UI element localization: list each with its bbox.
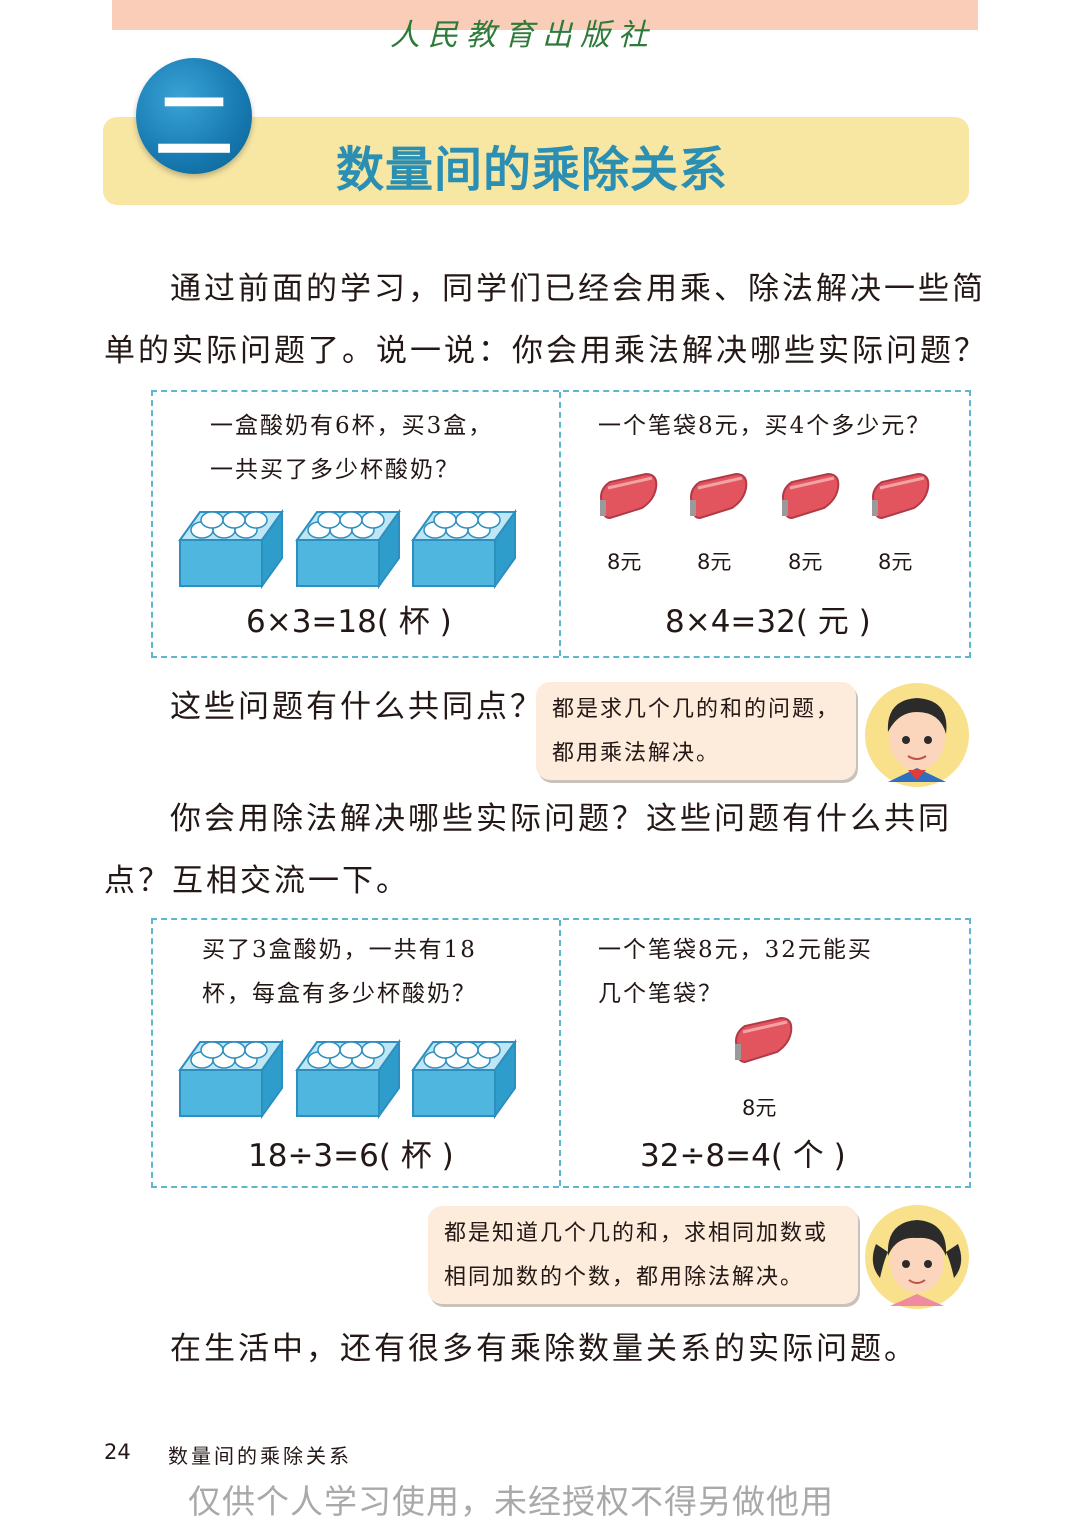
price-label: 8元 [878, 550, 913, 574]
pencil-case-question: 一个笔袋8元，买4个多少元？ [598, 413, 932, 439]
conclusion-text: 在生活中，还有很多有乘除数量关系的实际问题。 [170, 1331, 918, 1367]
box-divider [559, 392, 561, 656]
watermark-text: 仅供个人学习使用，未经授权不得另做他用 [188, 1482, 834, 1521]
multiplication-equation-yogurt: 6×3=18( 杯 ) [246, 604, 452, 640]
price-label: 8元 [607, 550, 642, 574]
yogurt-box-icon [178, 1038, 284, 1120]
yogurt-division-question-line-1: 买了3盒酸奶，一共有18 [202, 937, 477, 963]
division-equation-pencil: 32÷8=4( 个 ) [640, 1138, 846, 1174]
division-intro-line-1: 你会用除法解决哪些实际问题？这些问题有什么共同 [170, 801, 952, 837]
pencil-division-question-line-1: 一个笔袋8元，32元能买 [598, 937, 873, 963]
yogurt-box-icon [411, 1038, 517, 1120]
section-number: 二 [154, 82, 233, 172]
division-equation-yogurt: 18÷3=6( 杯 ) [248, 1138, 454, 1174]
girl-avatar-icon [865, 1205, 969, 1309]
yogurt-box-icon [295, 1038, 401, 1120]
boy-bubble-line-2: 都用乘法解决。 [552, 741, 721, 766]
pencil-case-icon [690, 472, 748, 520]
boy-avatar-icon [865, 683, 969, 787]
pencil-case-icon [782, 472, 840, 520]
multiplication-examples-box [151, 390, 971, 658]
price-label: 8元 [742, 1096, 777, 1120]
division-intro-line-2: 点？互相交流一下。 [104, 863, 410, 899]
running-title: 数量间的乘除关系 [168, 1444, 352, 1468]
pencil-case-icon [600, 472, 658, 520]
pencil-case-icon [735, 1016, 793, 1064]
publisher-logo: 人民教育出版社 [390, 18, 656, 53]
section-title: 数量间的乘除关系 [336, 142, 729, 198]
price-label: 8元 [788, 550, 823, 574]
multiplication-equation-pencil: 8×4=32( 元 ) [665, 604, 871, 640]
intro-line-1: 通过前面的学习，同学们已经会用乘、除法解决一些简 [170, 271, 986, 307]
girl-bubble-line-2: 相同加数的个数，都用除法解决。 [444, 1265, 805, 1290]
yogurt-box-icon [178, 508, 284, 590]
common-point-question: 这些问题有什么共同点？ [170, 689, 544, 725]
yogurt-question-line-2: 一共买了多少杯酸奶？ [210, 457, 460, 483]
page-number: 24 [104, 1440, 131, 1464]
top-color-band [112, 0, 978, 30]
division-examples-box [151, 918, 971, 1188]
price-label: 8元 [697, 550, 732, 574]
girl-speech-bubble: 都是知道几个几的和，求相同加数或 相同加数的个数，都用除法解决。 [428, 1206, 858, 1304]
boy-speech-bubble: 都是求几个几的和的问题， 都用乘法解决。 [536, 682, 856, 780]
intro-line-2: 单的实际问题了。说一说：你会用乘法解决哪些实际问题？ [104, 333, 988, 369]
boy-bubble-line-1: 都是求几个几的和的问题， [552, 697, 841, 722]
pencil-division-question-line-2: 几个笔袋？ [598, 981, 723, 1007]
girl-bubble-line-1: 都是知道几个几的和，求相同加数或 [444, 1221, 829, 1246]
box-divider [559, 920, 561, 1186]
section-number-badge: 二 [136, 58, 252, 174]
yogurt-box-icon [295, 508, 401, 590]
yogurt-division-question-line-2: 杯，每盒有多少杯酸奶？ [202, 981, 477, 1007]
yogurt-question-line-1: 一盒酸奶有6杯，买3盒， [210, 413, 494, 439]
pencil-case-icon [872, 472, 930, 520]
yogurt-box-icon [411, 508, 517, 590]
